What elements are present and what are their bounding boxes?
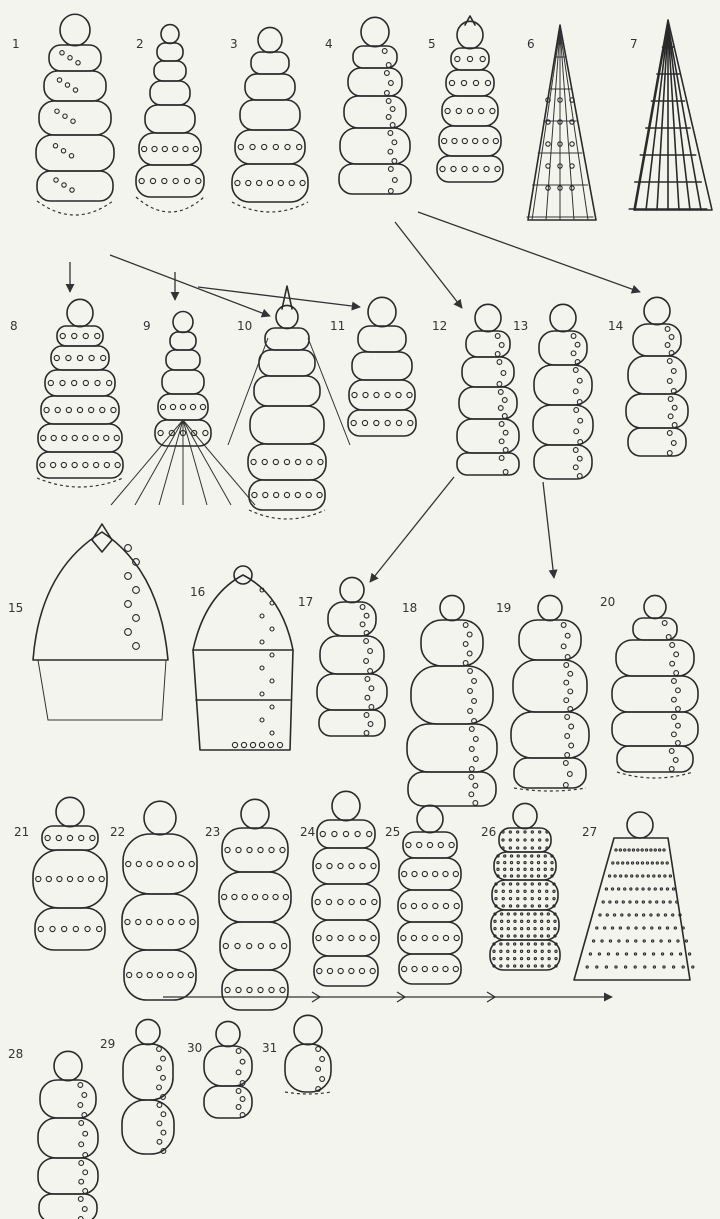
specimen-17 — [317, 577, 387, 736]
specimen-23 — [219, 799, 291, 1010]
figure-label: 27 — [582, 825, 597, 839]
figure-label: 19 — [496, 601, 511, 615]
figure-label: 14 — [608, 319, 623, 333]
figure-label: 18 — [402, 601, 417, 615]
specimen-2 — [136, 25, 204, 212]
figure-label: 25 — [385, 825, 400, 839]
figure-label: 3 — [230, 37, 238, 51]
specimen-31 — [285, 1015, 331, 1094]
figure-label: 28 — [8, 1047, 23, 1061]
specimen-24 — [312, 791, 380, 986]
specimen-16 — [193, 566, 293, 750]
figure-label: 30 — [187, 1041, 202, 1055]
figure-label: 4 — [325, 37, 333, 51]
figure-label: 31 — [262, 1041, 277, 1055]
specimen-9 — [111, 312, 255, 506]
specimen-5 — [437, 16, 503, 182]
specimen-drawings — [33, 14, 712, 1219]
specimen-15 — [33, 524, 168, 720]
figure-label: 15 — [8, 601, 23, 615]
specimen-3 — [232, 27, 308, 212]
figure-label: 23 — [205, 825, 220, 839]
figure-label: 26 — [481, 825, 496, 839]
specimen-1 — [36, 14, 114, 215]
specimen-7 — [629, 20, 712, 210]
figure-label: 13 — [513, 319, 528, 333]
figure-label: 29 — [100, 1037, 115, 1051]
figure-label: 24 — [300, 825, 315, 839]
specimen-21 — [33, 797, 107, 950]
figure-label: 12 — [432, 319, 447, 333]
figure-label: 7 — [630, 37, 638, 51]
specimen-8 — [37, 299, 123, 487]
figure-label: 1 — [12, 37, 20, 51]
specimen-28 — [38, 1051, 98, 1219]
figure-label: 9 — [143, 319, 151, 333]
specimen-26 — [490, 803, 560, 970]
specimen-18 — [407, 595, 497, 806]
specimen-11 — [348, 297, 416, 436]
specimen-12 — [457, 304, 519, 475]
specimen-29 — [122, 1019, 174, 1154]
figure-label: 20 — [600, 595, 615, 609]
figure-label: 2 — [136, 37, 144, 51]
figure-label: 5 — [428, 37, 436, 51]
figure-label: 17 — [298, 595, 313, 609]
specimen-13 — [533, 304, 593, 479]
figure-label: 8 — [10, 319, 18, 333]
figure-label: 6 — [527, 37, 535, 51]
figure-label: 16 — [190, 585, 205, 599]
specimen-4 — [339, 17, 411, 194]
figure-label: 22 — [110, 825, 125, 839]
specimen-30 — [204, 1021, 252, 1118]
specimen-20 — [612, 595, 698, 778]
figure-label: 21 — [14, 825, 29, 839]
specimen-6 — [527, 25, 596, 220]
specimen-19 — [511, 595, 589, 791]
specimen-22 — [122, 801, 198, 1000]
figure-label: 10 — [237, 319, 252, 333]
specimen-14 — [626, 297, 688, 456]
figure-label: 11 — [330, 319, 345, 333]
specimen-25 — [398, 805, 462, 984]
